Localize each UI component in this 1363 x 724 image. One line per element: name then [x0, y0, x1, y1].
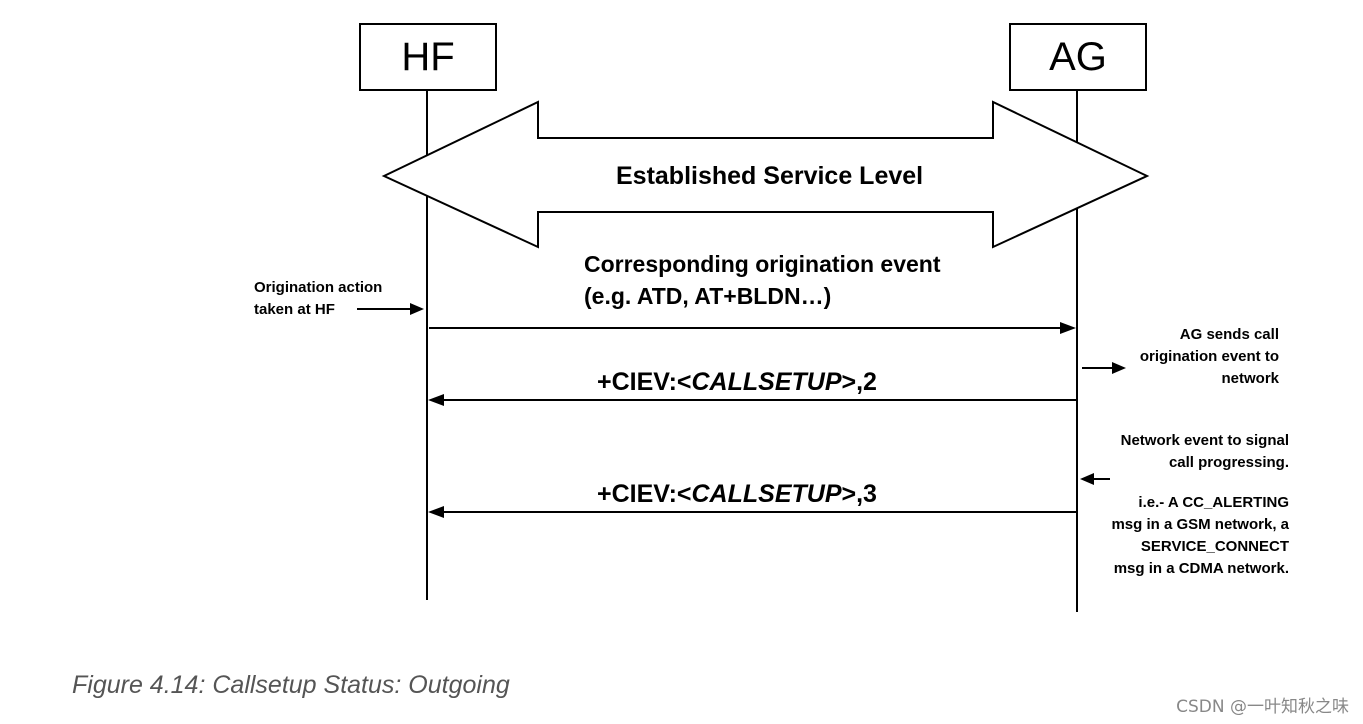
hf-action-note-line: taken at HF	[254, 301, 335, 318]
network-event-note-line: call progressing.	[1168, 454, 1289, 471]
ciev-message-2: +CIEV:<CALLSETUP>,2	[597, 368, 877, 397]
ag-sends-note-line: AG sends call	[1179, 326, 1279, 343]
figure-caption: Figure 4.14: Callsetup Status: Outgoing	[72, 671, 510, 699]
service-level-label: Established Service Level	[616, 162, 924, 190]
ag-sends-note: AG sends call origination event to netwo…	[1140, 324, 1279, 390]
participant-ag: AG	[1009, 23, 1147, 91]
network-event-note: Network event to signal call progressing…	[1121, 430, 1289, 474]
hf-action-note: Origination action taken at HF	[254, 277, 382, 321]
ciev-message-2-prefix: +CIEV:<	[597, 368, 692, 396]
ciev2-arrowhead	[428, 394, 444, 406]
watermark: CSDN @一叶知秋之味	[1176, 697, 1349, 717]
network-example-note-line: SERVICE_CONNECT	[1140, 538, 1289, 555]
participant-ag-label: AG	[1049, 34, 1107, 79]
network-event-pointer-head	[1080, 473, 1094, 485]
ciev-message-3-indicator: CALLSETUP	[691, 480, 842, 508]
network-example-note-line: msg in a GSM network, a	[1111, 516, 1289, 533]
ciev-message-3: +CIEV:<CALLSETUP>,3	[597, 480, 877, 509]
participant-hf: HF	[359, 23, 497, 91]
origination-message-line1: Corresponding origination event	[584, 251, 941, 277]
ciev3-arrowhead	[428, 506, 444, 518]
ciev-message-3-prefix: +CIEV:<	[597, 480, 692, 508]
network-example-note: i.e.- A CC_ALERTING msg in a GSM network…	[1111, 492, 1289, 580]
network-example-note-line: msg in a CDMA network.	[1113, 560, 1289, 577]
network-example-note-line: i.e.- A CC_ALERTING	[1138, 494, 1289, 511]
ag-sends-note-line: network	[1221, 370, 1279, 387]
hf-action-pointer-head	[410, 303, 424, 315]
hf-action-note-line: Origination action	[254, 279, 383, 296]
ciev-message-3-suffix: >,3	[841, 480, 877, 508]
ciev-message-2-indicator: CALLSETUP	[691, 368, 842, 396]
ciev-message-2-suffix: >,2	[841, 368, 877, 396]
participant-hf-label: HF	[401, 34, 455, 79]
ag-sends-note-line: origination event to	[1139, 348, 1279, 365]
network-event-note-line: Network event to signal	[1120, 432, 1289, 449]
service-level-arrow	[381, 100, 1150, 249]
origination-message-line2: (e.g. ATD, AT+BLDN…)	[584, 283, 832, 309]
ag-network-pointer-head	[1112, 362, 1126, 374]
origination-arrowhead	[1060, 322, 1076, 334]
